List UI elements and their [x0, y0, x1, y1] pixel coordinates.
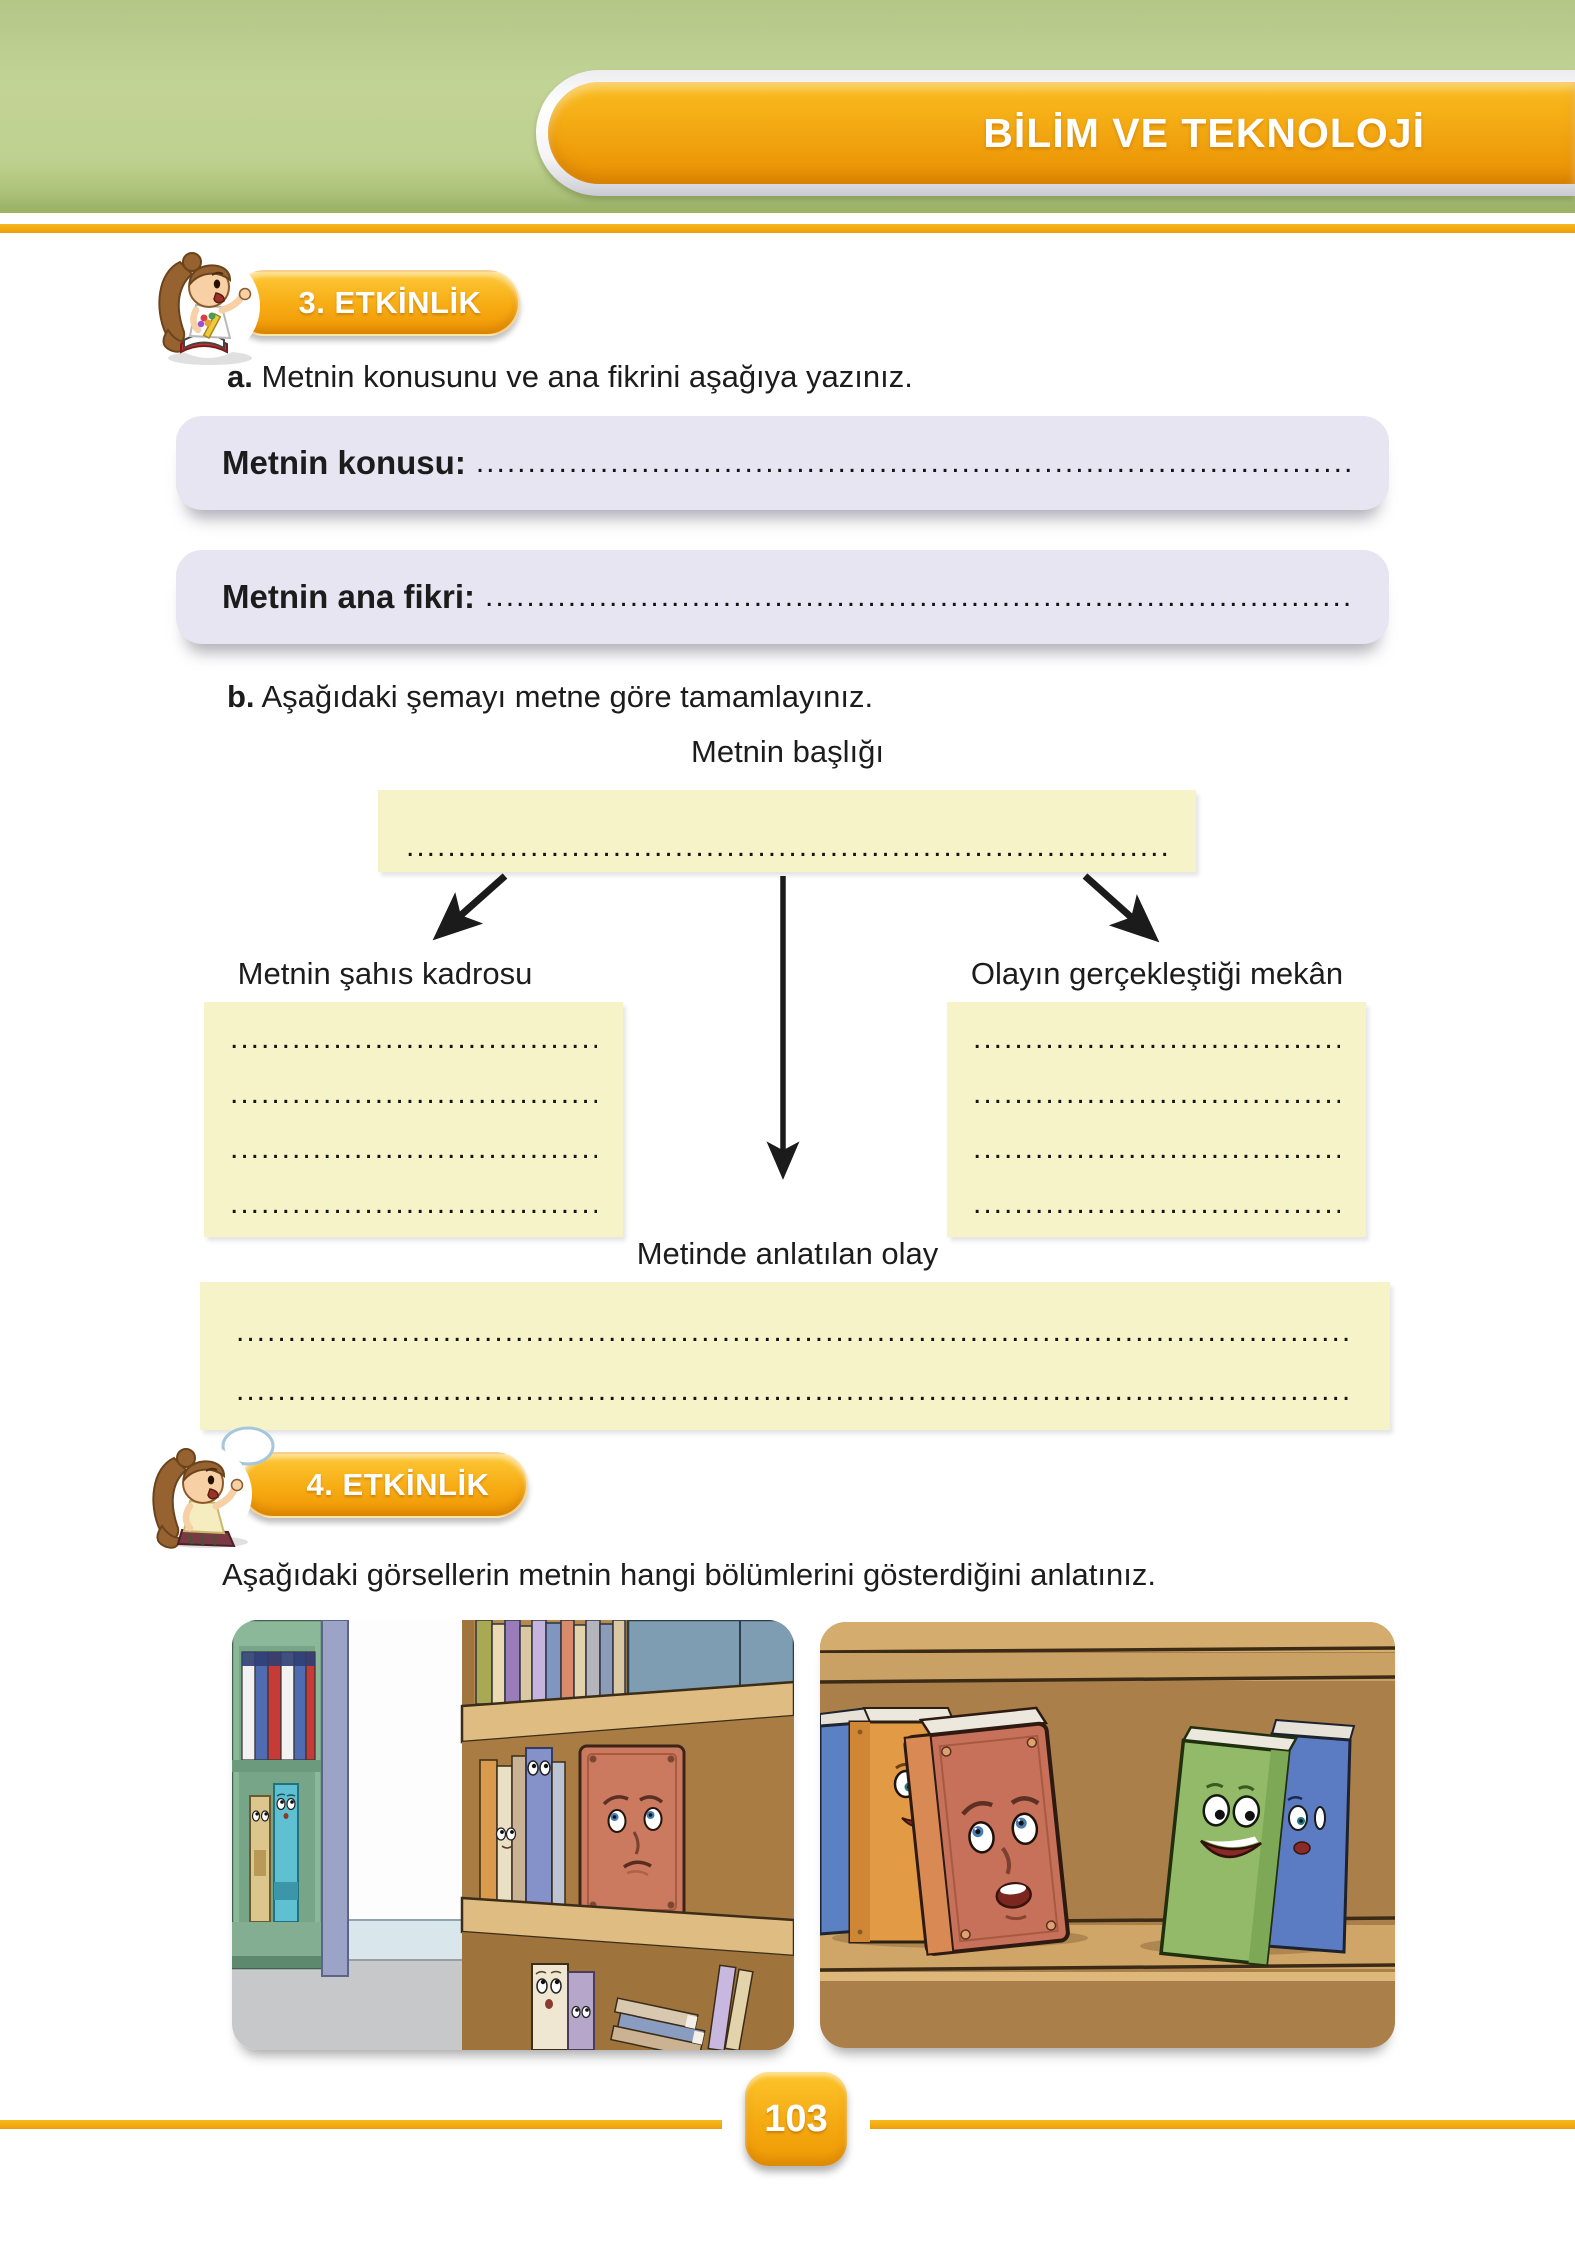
diagram-title-writing-line: ........................................… [406, 830, 1168, 863]
writing-line: ........................................… [973, 1132, 1340, 1165]
girl-speaking-icon [152, 1426, 275, 1549]
shelf-background [820, 1622, 1395, 1981]
page-number: 103 [764, 2097, 828, 2140]
shelf-side-panel [321, 1620, 349, 1977]
instruction-b: b. Aşağıdaki şemayı metne göre tamamlayı… [227, 678, 873, 716]
activity4-badge-label: 4. ETKİNLİK [306, 1467, 490, 1502]
writing-line: ........................................… [230, 1077, 597, 1110]
writing-line: ........................................… [236, 1314, 1354, 1348]
activity3-badge: 3. ETKİNLİK [146, 244, 546, 374]
bottom-shelf-books [531, 1963, 754, 2050]
header-rule [0, 224, 1575, 233]
header-pill: BİLİM VE TEKNOLOJİ [548, 82, 1575, 184]
item-a-text: Metnin konusunu ve ana fikrini aşağıya y… [261, 359, 913, 394]
field-topic-writing-line: ........................................… [475, 446, 1351, 479]
item-a-marker: a. [227, 359, 253, 394]
instruction-a: a. Metnin konusunu ve ana fikrini aşağıy… [227, 358, 913, 396]
field-main-idea-label: Metnin ana fikri: [222, 578, 476, 615]
page-number-badge: 103 [745, 2072, 847, 2166]
diagram-right-label: Olayın gerçekleştiği mekân [970, 956, 1344, 991]
diagram-arrows [432, 873, 1160, 1180]
field-topic-label: Metnin konusu: [222, 444, 466, 481]
writing-line: ........................................… [973, 1187, 1340, 1220]
diagram-title-label: Metnin başlığı [691, 734, 884, 769]
activity4-instruction-text: Aşağıdaki görsellerin metnin hangi bölüm… [222, 1557, 1156, 1592]
writing-line: ........................................… [973, 1077, 1340, 1110]
activity4-instruction: Aşağıdaki görsellerin metnin hangi bölüm… [222, 1556, 1156, 1594]
item-b-marker: b. [227, 679, 255, 714]
activity3-badge-pill: 3. ETKİNLİK [232, 270, 520, 336]
field-topic: Metnin konusu: .........................… [176, 416, 1389, 510]
diagram-title-box: ........................................… [378, 790, 1196, 872]
illustration-library-shelves [232, 1620, 794, 2050]
unit-title: BİLİM VE TEKNOLOJİ [983, 109, 1425, 156]
activity3-badge-label: 3. ETKİNLİK [298, 285, 482, 320]
red-talking-book [903, 1706, 1070, 1956]
writing-line: ........................................… [230, 1022, 597, 1055]
diagram-bottom-box: ........................................… [200, 1282, 1390, 1430]
arrow-right-icon [1082, 873, 1160, 943]
green-bookshelf [232, 1620, 324, 1970]
field-main-idea: Metnin ana fikri: ......................… [176, 550, 1389, 644]
field-main-idea-writing-line: ........................................… [485, 580, 1351, 613]
diagram-right-box: ........................................… [947, 1002, 1366, 1237]
sad-book [578, 1744, 686, 1920]
writing-line: ........................................… [973, 1022, 1340, 1055]
writing-line: ........................................… [230, 1132, 597, 1165]
girl-writing-icon [156, 252, 260, 365]
wooden-bookcase [460, 1620, 794, 2050]
activity4-badge: 4. ETKİNLİK [146, 1422, 546, 1552]
green-smiling-book [1159, 1725, 1299, 1967]
diagram-left-box: ........................................… [204, 1002, 623, 1237]
writing-line: ........................................… [230, 1187, 597, 1220]
middle-shelf-books [479, 1747, 566, 1909]
diagram-left-label: Metnin şahıs kadrosu [237, 956, 533, 991]
arrow-left-icon [432, 873, 508, 941]
activity4-badge-pill: 4. ETKİNLİK [240, 1452, 528, 1518]
diagram-bottom-label: Metinde anlatılan olay [636, 1236, 939, 1271]
tall-book-teal [273, 1783, 299, 1923]
item-b-text: Aşağıdaki şemayı metne göre tamamlayınız… [261, 679, 874, 714]
tall-book-tan [249, 1795, 271, 1923]
illustration-talking-books [820, 1622, 1395, 2048]
writing-line: ........................................… [236, 1373, 1354, 1407]
